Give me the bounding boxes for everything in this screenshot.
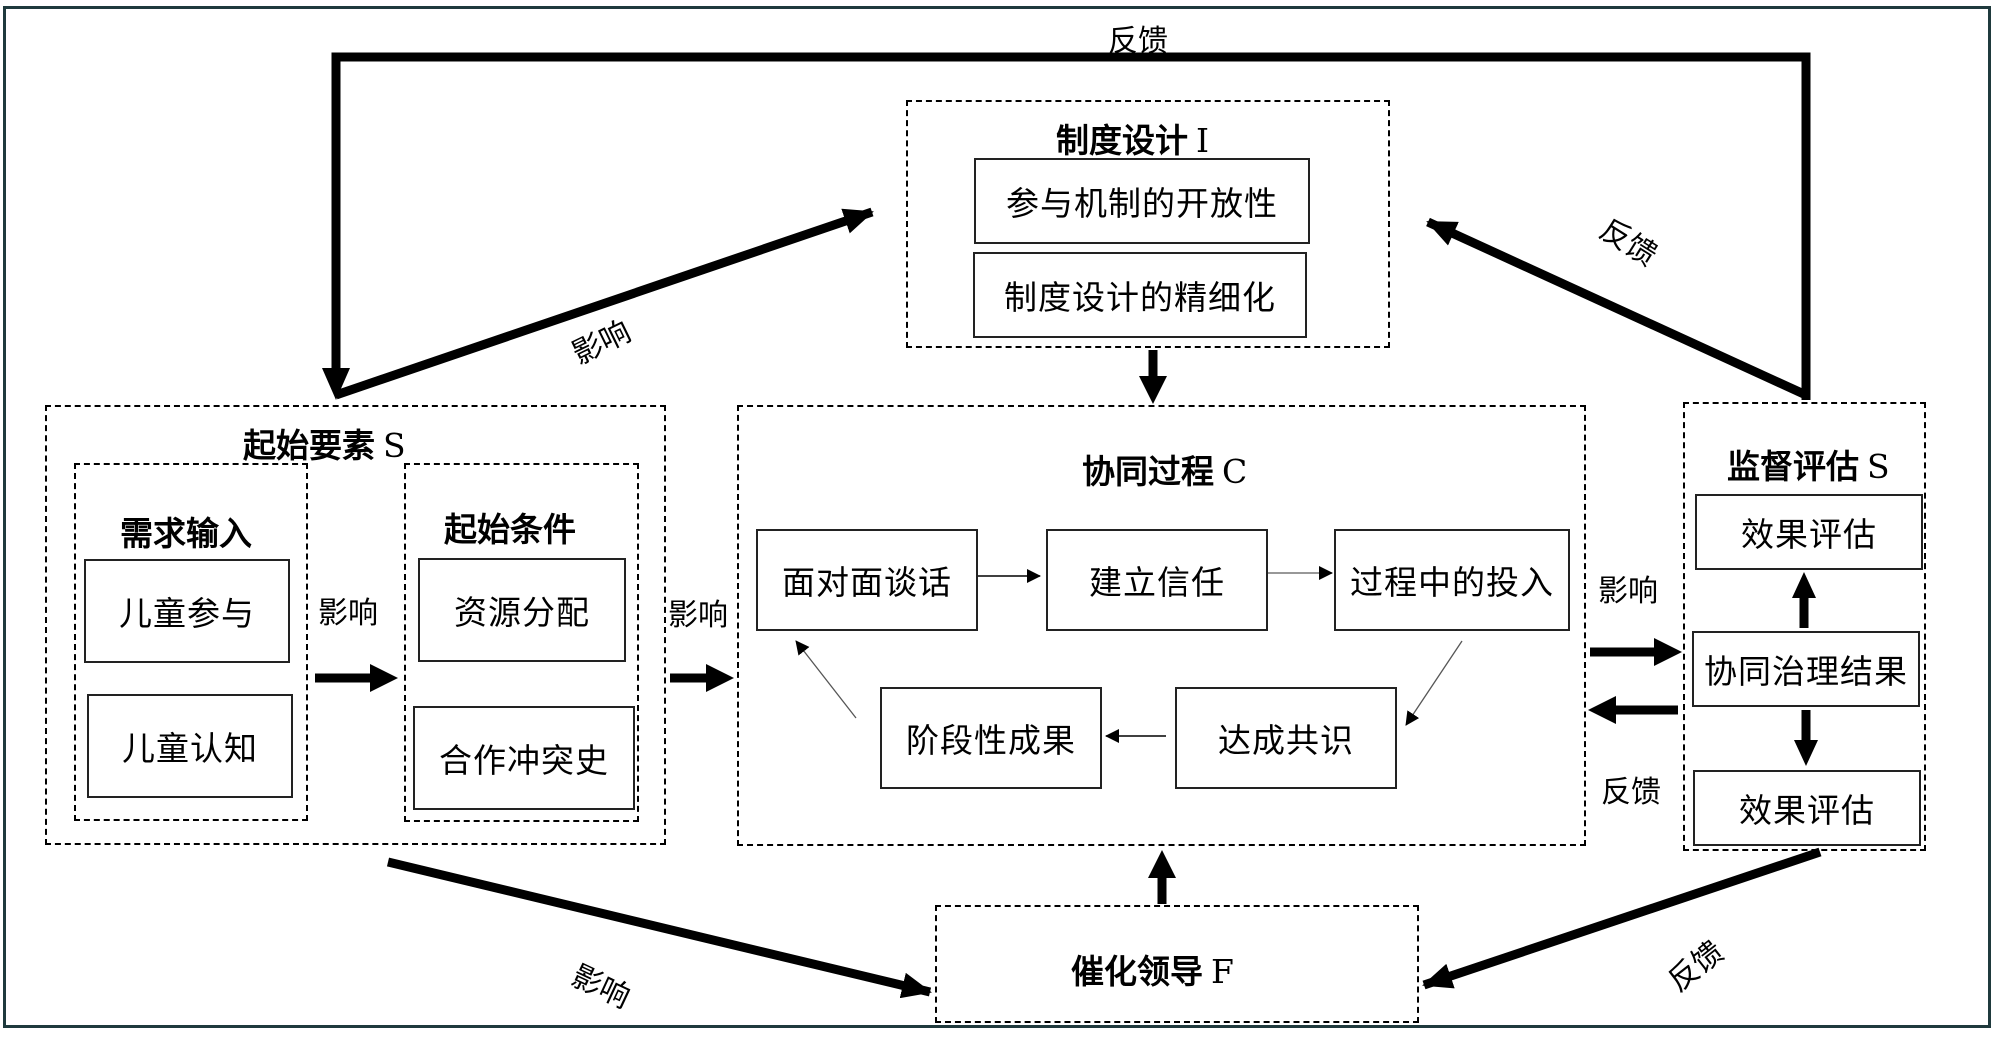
- monitor-to-leadership-arrow: [1422, 847, 1822, 990]
- item-cooperation-conflict-history: 合作冲突史: [413, 706, 635, 810]
- leadership-to-process-arrowhead: [1148, 850, 1176, 878]
- demand-input-group: 需求输入 儿童参与 儿童认知: [74, 463, 308, 821]
- demand-to-conditions-arrowhead: [370, 664, 398, 692]
- result-to-eval-top-arrowhead: [1792, 572, 1816, 598]
- item-child-participation: 儿童参与: [84, 559, 290, 663]
- process-to-monitor-label: 影响: [1598, 574, 1658, 609]
- step-shared-understanding: 达成共识: [1175, 687, 1397, 789]
- design-to-process-arrowhead: [1139, 376, 1167, 404]
- start-to-leadership-arrow: [386, 857, 932, 999]
- initial-conditions-group: 起始条件 资源分配 合作冲突史: [404, 463, 639, 822]
- result-to-eval-bottom-arrowhead: [1794, 740, 1818, 766]
- start-to-process-arrowhead: [706, 664, 734, 692]
- step-commitment-to-process: 过程中的投入: [1334, 529, 1570, 631]
- start-to-process-label: 影响: [668, 598, 728, 633]
- monitor-item-effect-evaluation-top: 效果评估: [1695, 494, 1923, 570]
- item-resource-allocation: 资源分配: [418, 558, 626, 662]
- design-item-openness: 参与机制的开放性: [974, 158, 1310, 244]
- design-item-refinement: 制度设计的精细化: [973, 252, 1307, 338]
- demand-to-conditions-label: 影响: [318, 596, 378, 631]
- initial-conditions-title: 起始条件: [444, 510, 576, 549]
- monitor-item-governance-outcome: 协同治理结果: [1692, 631, 1920, 707]
- step-intermediate-outcomes: 阶段性成果: [880, 687, 1102, 789]
- top-feedback-label: 反馈: [1108, 24, 1168, 59]
- diagram-frame: [3, 6, 1991, 1028]
- start-to-design-arrow: [334, 207, 874, 400]
- process-to-monitor-arrowhead: [1654, 638, 1682, 666]
- top-feedback-arrowhead: [322, 368, 350, 400]
- item-child-cognition: 儿童认知: [87, 694, 293, 798]
- step-trust-building: 建立信任: [1046, 529, 1268, 631]
- monitor-to-process-arrowhead: [1588, 696, 1616, 724]
- step-face-to-face-dialogue: 面对面谈话: [756, 529, 978, 631]
- demand-input-title: 需求输入: [120, 514, 252, 553]
- monitor-item-effect-evaluation-bottom: 效果评估: [1693, 770, 1921, 846]
- top-feedback-connector: [331, 52, 1811, 400]
- step3-to-step4-arrow: [1405, 640, 1463, 726]
- step5-to-step1-arrow: [795, 640, 857, 719]
- monitor-to-process-label: 反馈: [1601, 775, 1661, 810]
- monitor-to-design-arrow: [1426, 217, 1808, 400]
